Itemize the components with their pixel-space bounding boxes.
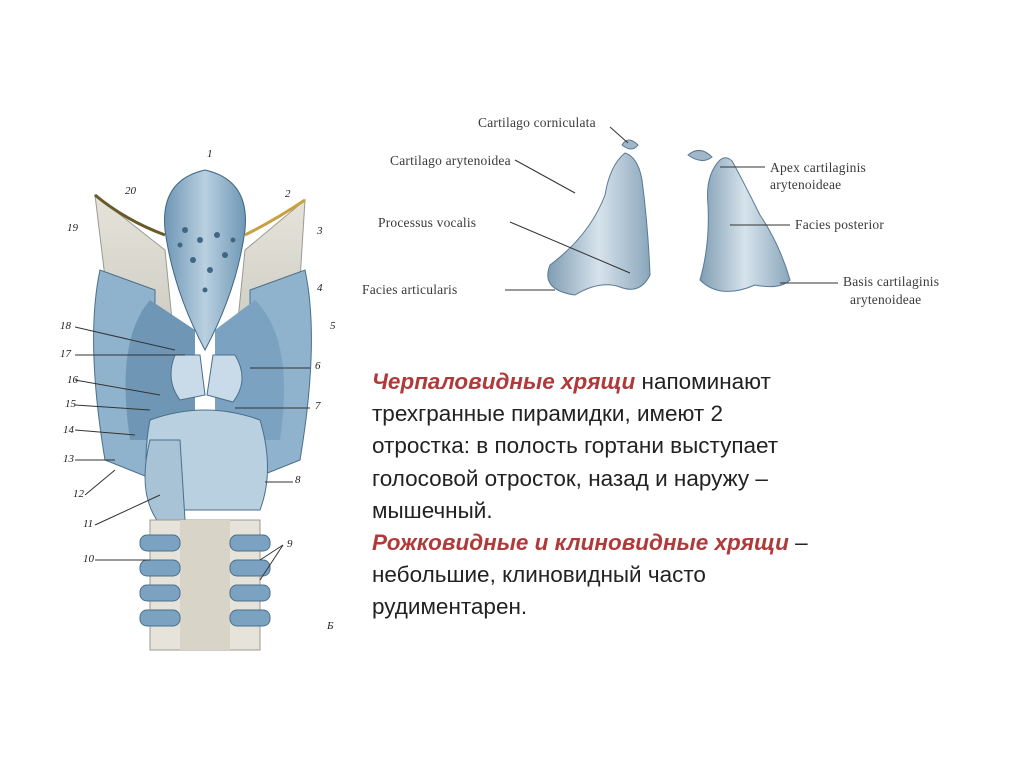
label-16: 16 <box>67 374 78 386</box>
label-8: 8 <box>295 474 301 486</box>
label-apex-line-2: arytenoideae <box>770 177 842 192</box>
label-basis-line-2: arytenoideae <box>850 292 922 307</box>
text-line-2: трехгранные пирамидки, имеют 2 <box>372 401 723 427</box>
label-10: 10 <box>83 553 94 565</box>
text-line-3: отростка: в полость гортани выступает <box>372 433 779 459</box>
larynx-illustration: 1 20 2 19 3 4 18 5 17 6 16 15 7 14 13 8 … <box>55 140 345 680</box>
view-letter: Б <box>327 620 334 632</box>
label-basis-line-1: Basis cartilaginis <box>843 274 940 289</box>
label-19: 19 <box>67 222 78 234</box>
label-cartilago-corniculata: Cartilago corniculata <box>478 115 596 130</box>
label-13: 13 <box>63 453 74 465</box>
description-text: Черпаловидные хрящи напоминают трехгранн… <box>372 366 982 624</box>
arytenoid-drawing <box>505 126 838 296</box>
text-line-8: рудиментарен. <box>372 594 528 620</box>
label-apex-line-1: Apex cartilaginis <box>770 160 866 175</box>
corniculate-cuneiform-term: Рожковидные и клиновидные хрящи <box>372 530 789 556</box>
label-20: 20 <box>125 185 136 197</box>
label-15: 15 <box>65 398 76 410</box>
label-facies-posterior: Facies posterior <box>795 217 885 232</box>
label-7: 7 <box>315 400 321 412</box>
label-9: 9 <box>287 538 293 550</box>
text-line-5: мышечный. <box>372 497 493 523</box>
label-5: 5 <box>330 320 336 332</box>
text-line-6: Рожковидные и клиновидные хрящи – <box>372 527 982 559</box>
label-18: 18 <box>60 320 71 332</box>
label-4: 4 <box>317 282 323 294</box>
text-line-7: небольшие, клиновидный часто <box>372 562 706 588</box>
label-17: 17 <box>60 348 71 360</box>
label-2: 2 <box>285 188 291 200</box>
label-11: 11 <box>83 518 94 530</box>
arytenoid-illustration: Cartilago corniculata Cartilago arytenoi… <box>360 105 1000 325</box>
label-1: 1 <box>207 148 213 160</box>
label-12: 12 <box>73 488 84 500</box>
label-cartilago-arytenoidea: Cartilago arytenoidea <box>390 153 511 168</box>
label-6: 6 <box>315 360 321 372</box>
label-14: 14 <box>63 424 74 436</box>
label-facies-articularis: Facies articularis <box>362 282 458 297</box>
arytenoid-term: Черпаловидные хрящи <box>372 369 636 394</box>
text-line-1: Черпаловидные хрящи напоминают <box>372 366 982 398</box>
label-3: 3 <box>317 225 323 237</box>
label-processus-vocalis: Processus vocalis <box>378 215 477 230</box>
text-line-4: голосовой отросток, назад и наружу – <box>372 465 768 491</box>
larynx-drawing <box>74 169 312 651</box>
text-line-6-rest: – <box>788 530 808 556</box>
text-line-1-rest: напоминают <box>635 369 771 394</box>
